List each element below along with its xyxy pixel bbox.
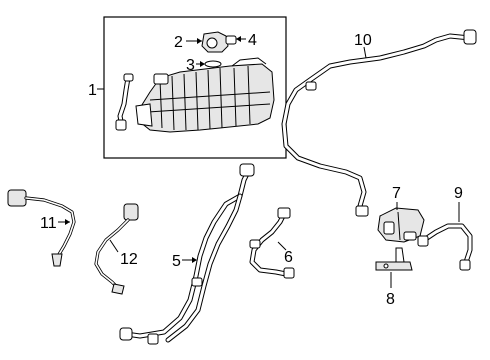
callout-12-label: 12: [120, 251, 138, 268]
callout-5-label: 5: [172, 253, 181, 270]
callout-4[interactable]: 4: [236, 32, 257, 49]
callout-2[interactable]: 2: [174, 34, 202, 51]
callout-7[interactable]: 7: [392, 185, 401, 210]
o-ring: [204, 60, 222, 68]
callout-11-arrow: [65, 219, 70, 225]
callout-6[interactable]: 6: [277, 241, 293, 266]
callout-7-label: 7: [392, 185, 401, 202]
vent-hose: [417, 223, 473, 271]
canister-vent-hose: [115, 73, 134, 131]
callout-3-label: 3: [186, 57, 195, 74]
callout-4-label: 4: [248, 32, 257, 49]
assembly-frame: [103, 16, 287, 159]
purge-valve-fitting: [201, 31, 237, 53]
callout-1-label: 1: [88, 82, 97, 99]
callout-9[interactable]: 9: [454, 185, 463, 222]
callout-11-label: 11: [40, 215, 57, 232]
callout-3-arrow: [200, 61, 205, 67]
vapor-canister: [135, 57, 275, 133]
purge-tube-assembly: [119, 163, 255, 345]
pump-bracket: [375, 247, 413, 271]
callout-4-arrow: [236, 36, 241, 42]
callout-8[interactable]: 8: [386, 272, 395, 308]
oxygen-sensor-upstream: [7, 189, 76, 267]
vapor-hose-assembly: [281, 29, 477, 217]
callout-2-arrow: [197, 38, 202, 44]
callout-10-label: 10: [354, 32, 372, 49]
callout-8-label: 8: [386, 291, 395, 308]
oxygen-sensor-downstream: [94, 203, 139, 295]
callout-11[interactable]: 11: [40, 215, 70, 232]
callout-12-leader: [109, 239, 119, 253]
callout-10[interactable]: 10: [354, 32, 372, 59]
callout-3[interactable]: 3: [186, 57, 205, 74]
callout-5[interactable]: 5: [172, 253, 197, 270]
callout-6-leader: [277, 241, 287, 251]
vapor-tube-small: [249, 207, 295, 279]
callout-9-label: 9: [454, 185, 463, 202]
callout-12[interactable]: 12: [109, 239, 138, 268]
callout-6-label: 6: [284, 249, 293, 266]
callout-2-label: 2: [174, 34, 183, 51]
callout-5-arrow: [192, 257, 197, 263]
callout-1[interactable]: 1: [88, 82, 104, 99]
leak-detection-pump: [377, 207, 425, 243]
callout-10-leader: [363, 46, 367, 59]
